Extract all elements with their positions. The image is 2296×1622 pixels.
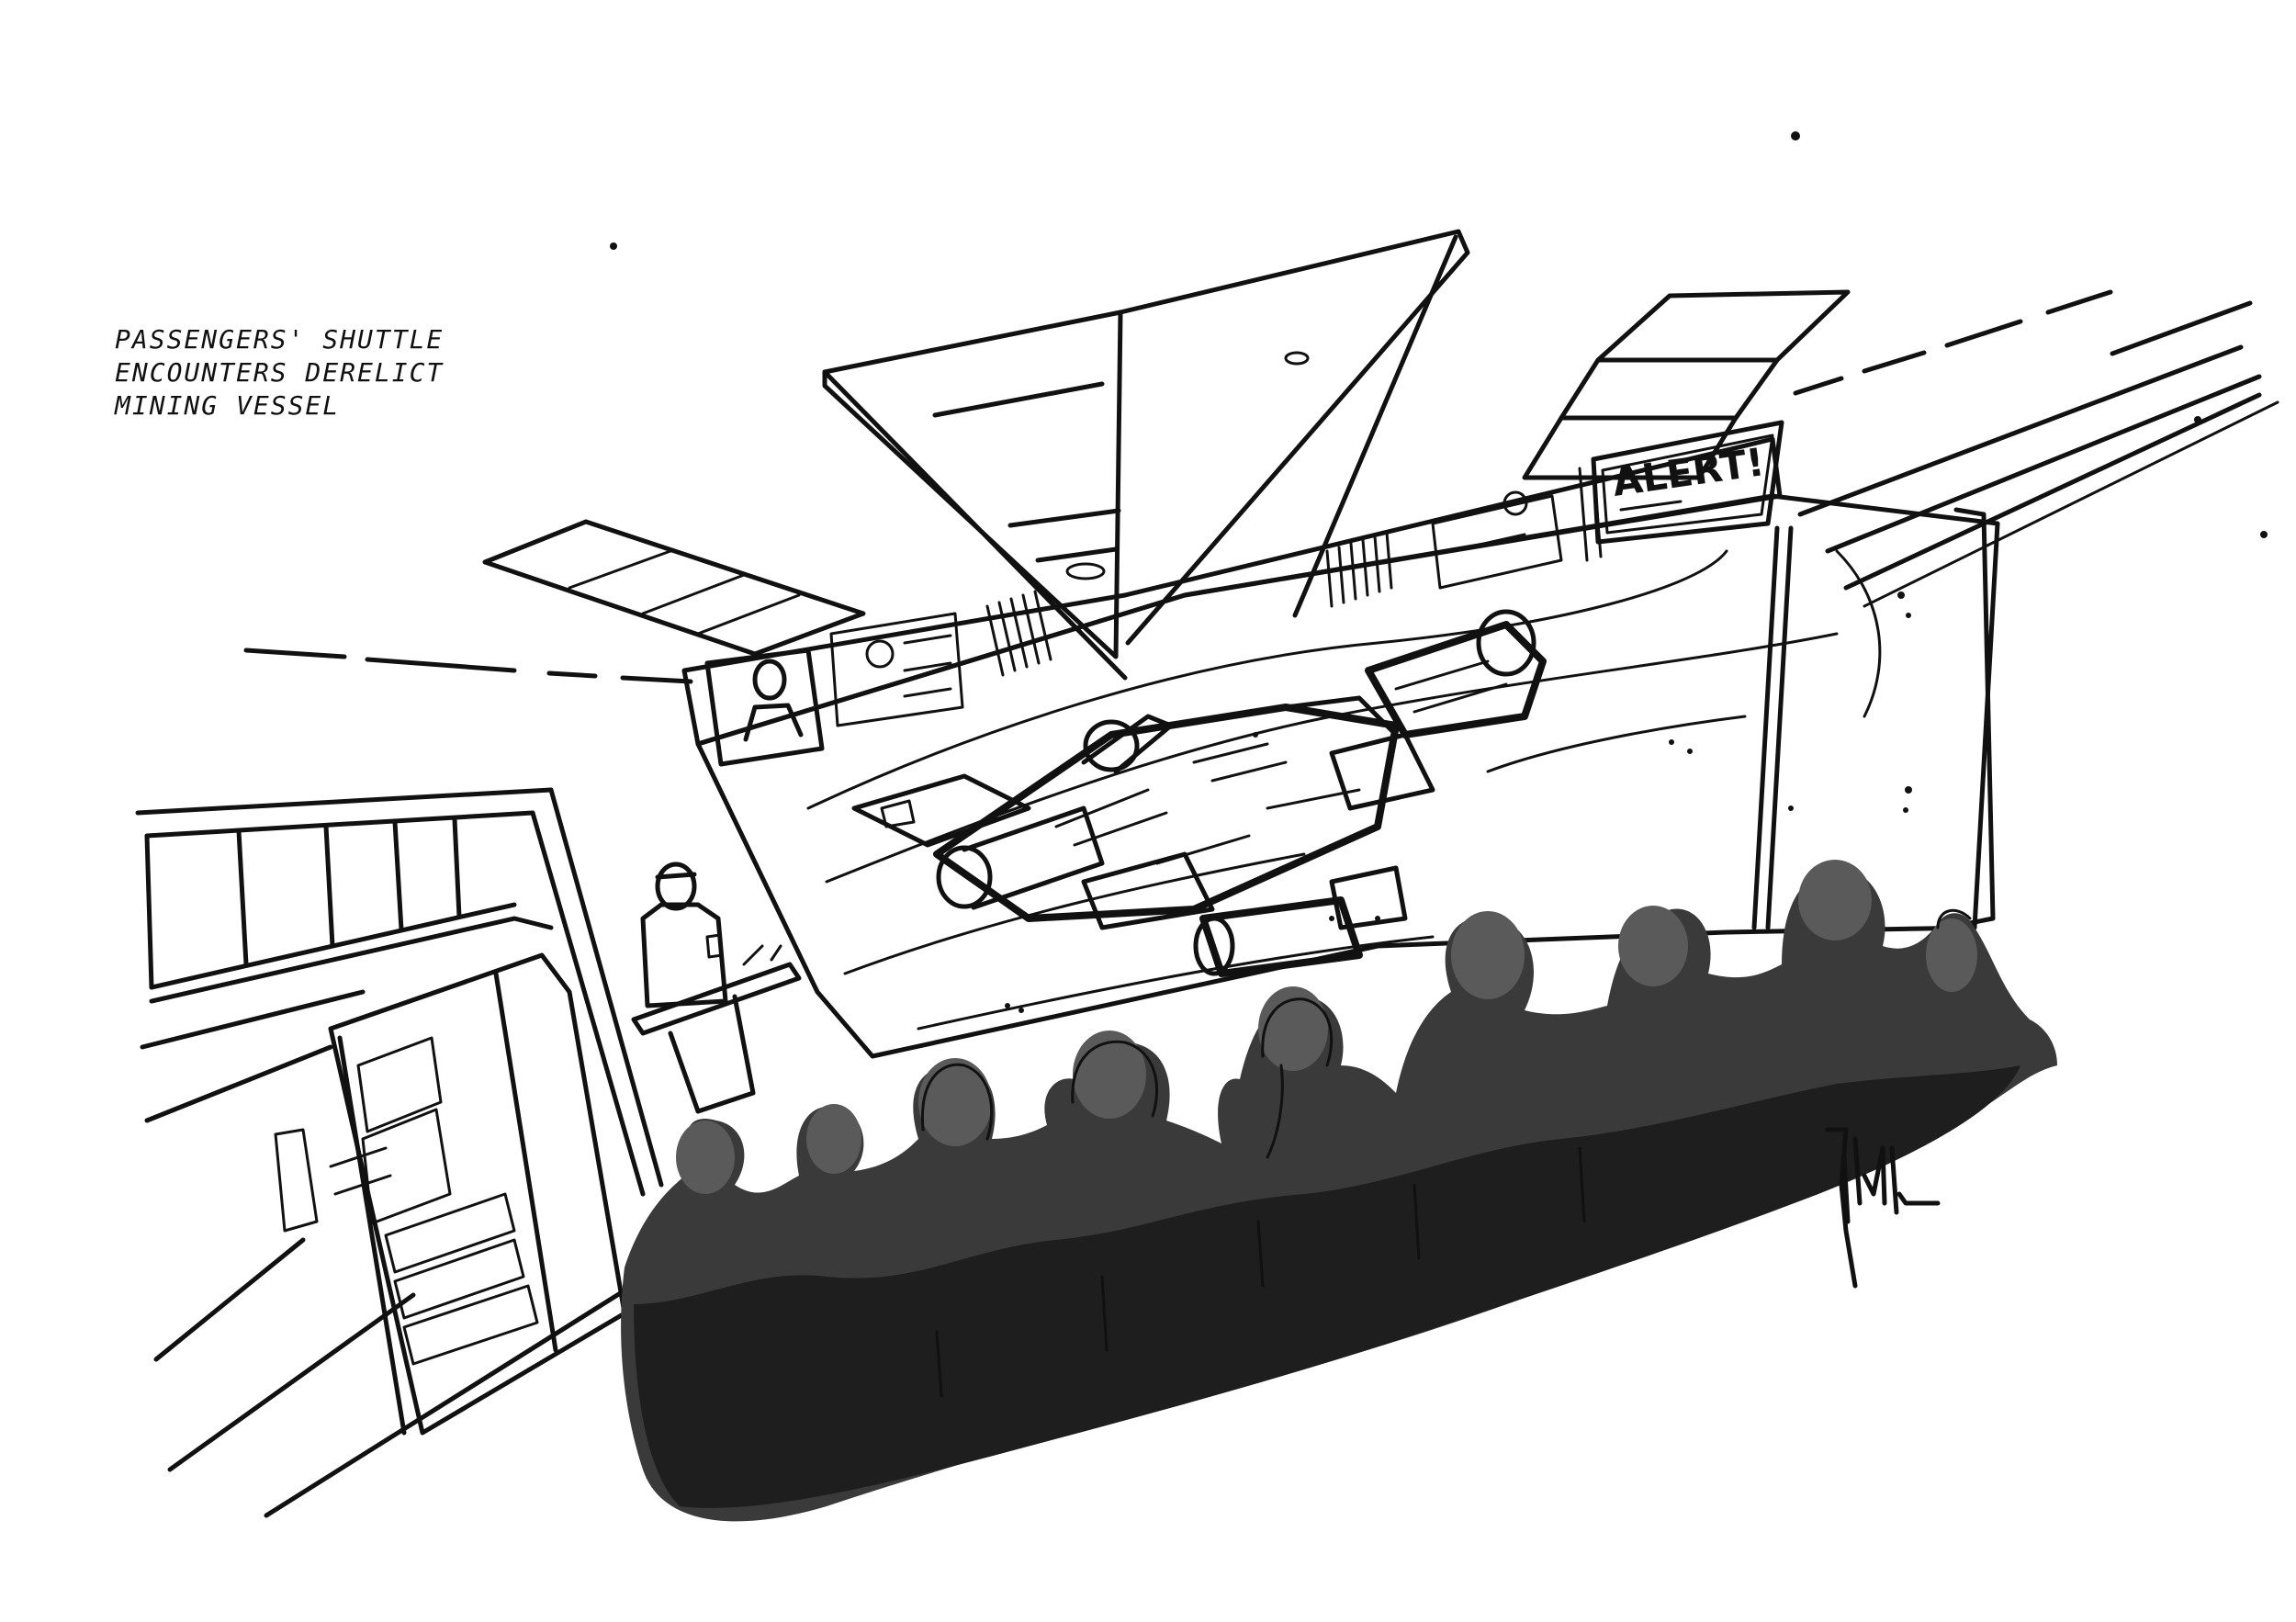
caption-line-1: PASSENGERS' SHUTTLE	[115, 324, 445, 355]
audience	[621, 860, 2058, 1522]
mining-vessel	[851, 609, 1547, 977]
caption-line-2: ENCOUNTERS DERELICT	[115, 357, 445, 388]
alert-headline: ALERT!	[1610, 439, 1767, 505]
ink-dots	[610, 131, 2268, 538]
speaker-at-podium	[631, 862, 802, 1114]
left-wall	[135, 787, 664, 1518]
artist-signature	[1825, 1127, 1941, 1289]
caption-line-3: MINING VESSEL	[115, 390, 341, 421]
pilot-figure	[704, 648, 825, 767]
sketch-caption: PASSENGERS' SHUTTLE ENCOUNTERS DERELICT …	[115, 323, 444, 422]
ceiling-structure	[243, 229, 2279, 684]
door	[274, 952, 627, 1436]
